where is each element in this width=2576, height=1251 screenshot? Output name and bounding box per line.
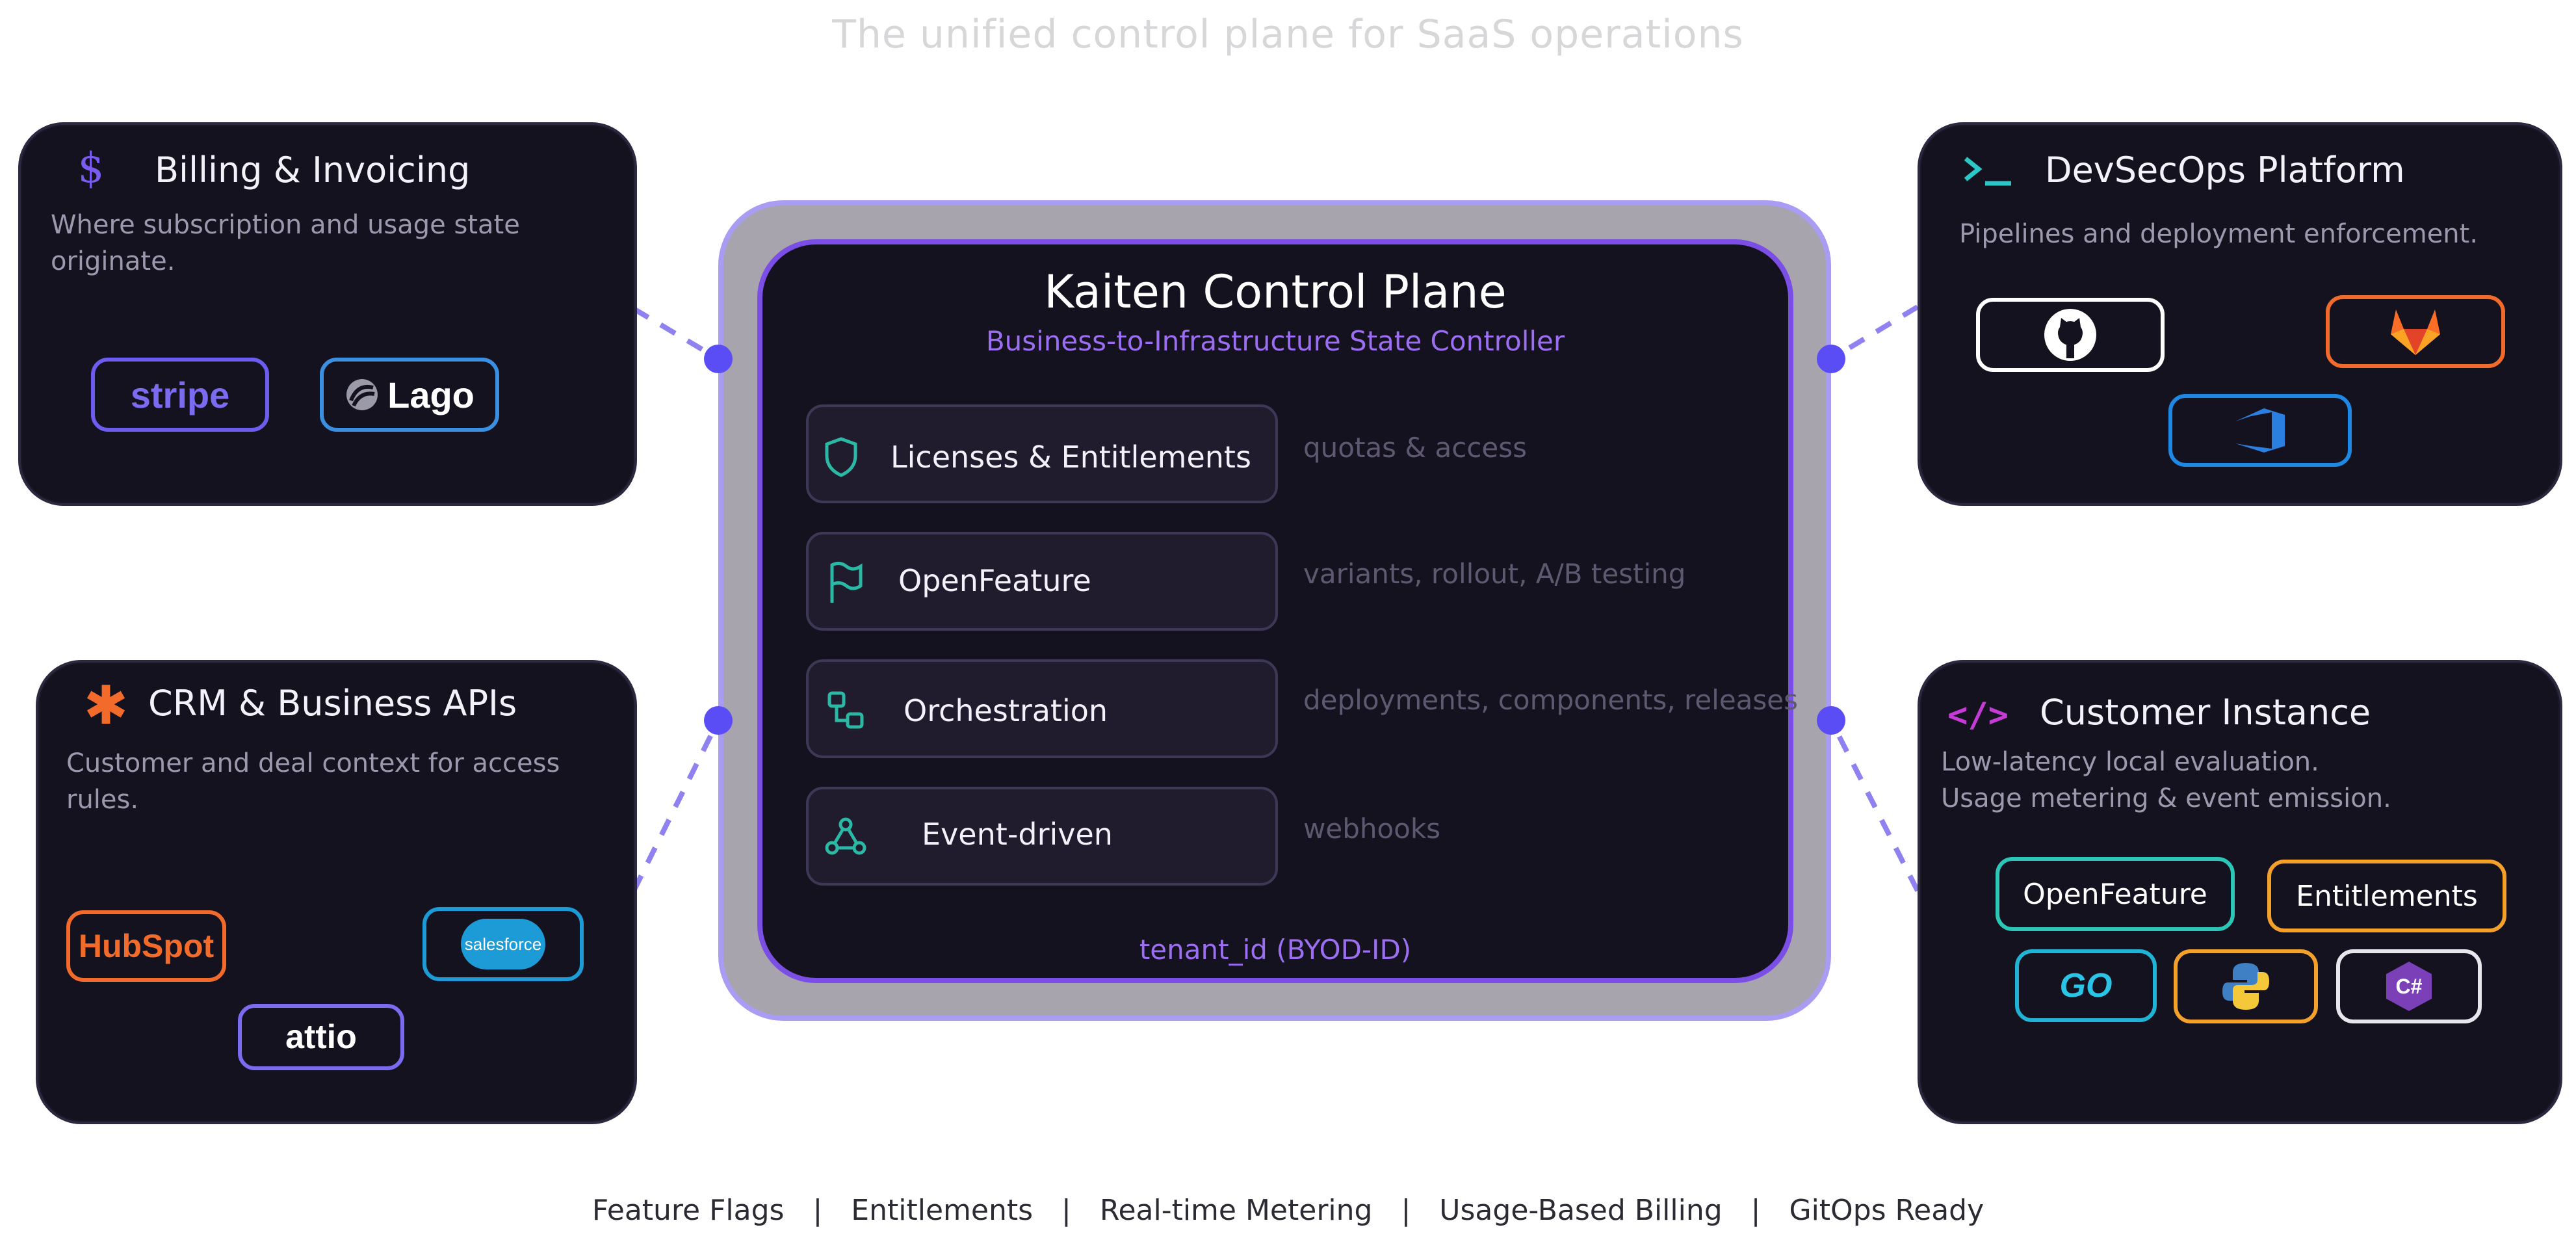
crm-title: CRM & Business APIs bbox=[148, 683, 517, 724]
salesforce-logo[interactable]: salesforce bbox=[423, 907, 584, 981]
feature-label-licenses: Licenses & Entitlements bbox=[891, 440, 1251, 475]
workflow-icon bbox=[826, 689, 867, 732]
terminal-icon bbox=[1962, 153, 2014, 190]
billing-title: Billing & Invoicing bbox=[155, 150, 471, 191]
control-plane-title: Kaiten Control Plane bbox=[1044, 265, 1507, 319]
footer-separator: | bbox=[1061, 1194, 1071, 1227]
footer-item-gitops: GitOps Ready bbox=[1789, 1194, 1984, 1227]
go-logo[interactable]: GO bbox=[2015, 949, 2157, 1022]
customer-description: Low-latency local evaluation. Usage mete… bbox=[1941, 744, 2526, 817]
azure-devops-logo[interactable] bbox=[2168, 394, 2352, 467]
feature-row-orchestration[interactable] bbox=[806, 659, 1278, 758]
azure-devops-icon bbox=[2235, 408, 2285, 453]
openfeature-chip[interactable]: OpenFeature bbox=[1996, 857, 2235, 931]
flag-icon bbox=[826, 560, 865, 606]
footer-item-metering: Real-time Metering bbox=[1099, 1194, 1373, 1227]
crm-description: Customer and deal context for access rul… bbox=[66, 748, 560, 815]
footer-separator: | bbox=[813, 1194, 823, 1227]
control-plane-subtitle: Business-to-Infrastructure State Control… bbox=[985, 325, 1565, 357]
feature-row-licenses[interactable] bbox=[806, 404, 1278, 503]
gitlab-icon bbox=[2391, 309, 2440, 355]
feature-desc-event-driven: webhooks bbox=[1303, 813, 1441, 845]
code-icon: </> bbox=[1947, 696, 2009, 735]
feature-label-event-driven: Event-driven bbox=[922, 817, 1113, 852]
feature-row-openfeature[interactable] bbox=[806, 532, 1278, 631]
salesforce-cloud-icon: salesforce bbox=[461, 919, 545, 969]
feature-desc-orchestration: deployments, components, releases bbox=[1303, 684, 1799, 716]
footer-separator: | bbox=[1401, 1194, 1411, 1227]
github-logo[interactable] bbox=[1976, 298, 2165, 372]
tenant-id-label: tenant_id (BYOD-ID) bbox=[1139, 934, 1412, 966]
page-title: The unified control plane for SaaS opera… bbox=[832, 12, 1744, 57]
github-icon bbox=[2044, 309, 2096, 361]
connector-dot-bottom-right bbox=[1817, 706, 1845, 735]
footer-features: Feature Flags | Entitlements | Real-time… bbox=[0, 1194, 2576, 1227]
python-icon bbox=[2222, 963, 2269, 1010]
footer-item-feature-flags: Feature Flags bbox=[592, 1194, 785, 1227]
footer-separator: | bbox=[1750, 1194, 1761, 1227]
connector-dot-top-right bbox=[1817, 345, 1845, 373]
entitlements-chip[interactable]: Entitlements bbox=[2267, 860, 2506, 932]
feature-label-openfeature: OpenFeature bbox=[898, 563, 1091, 598]
customer-title: Customer Instance bbox=[2040, 692, 2371, 733]
webhook-icon bbox=[823, 814, 868, 860]
stripe-logo[interactable]: stripe bbox=[91, 358, 269, 432]
hubspot-logo[interactable]: HubSpot bbox=[66, 910, 226, 982]
python-logo[interactable] bbox=[2174, 949, 2318, 1023]
attio-logo[interactable]: attio bbox=[238, 1004, 404, 1070]
feature-label-orchestration: Orchestration bbox=[904, 693, 1108, 728]
lago-icon bbox=[346, 379, 378, 410]
connector-dot-bottom-left bbox=[704, 706, 733, 735]
feature-row-event-driven[interactable] bbox=[806, 787, 1278, 886]
customer-description-line-2: Usage metering & event emission. bbox=[1941, 784, 2391, 813]
footer-item-usage-billing: Usage-Based Billing bbox=[1439, 1194, 1723, 1227]
lago-logo[interactable]: Lago bbox=[320, 358, 499, 432]
devsecops-description: Pipelines and deployment enforcement. bbox=[1959, 219, 2478, 249]
billing-panel bbox=[18, 122, 637, 506]
billing-description: Where subscription and usage state origi… bbox=[51, 210, 520, 276]
gitlab-logo[interactable] bbox=[2326, 295, 2505, 368]
customer-description-line-1: Low-latency local evaluation. bbox=[1941, 747, 2319, 777]
feature-desc-openfeature: variants, rollout, A/B testing bbox=[1303, 558, 1686, 590]
footer-item-entitlements: Entitlements bbox=[851, 1194, 1034, 1227]
shield-icon bbox=[820, 434, 862, 480]
csharp-icon: C# bbox=[2386, 962, 2432, 1011]
dollar-icon: $ bbox=[77, 144, 105, 192]
devsecops-title: DevSecOps Platform bbox=[2045, 150, 2405, 191]
connector-dot-top-left bbox=[704, 345, 733, 373]
feature-desc-licenses: quotas & access bbox=[1303, 432, 1528, 464]
csharp-logo[interactable]: C# bbox=[2336, 949, 2482, 1023]
asterisk-icon: ✱ bbox=[83, 674, 129, 737]
